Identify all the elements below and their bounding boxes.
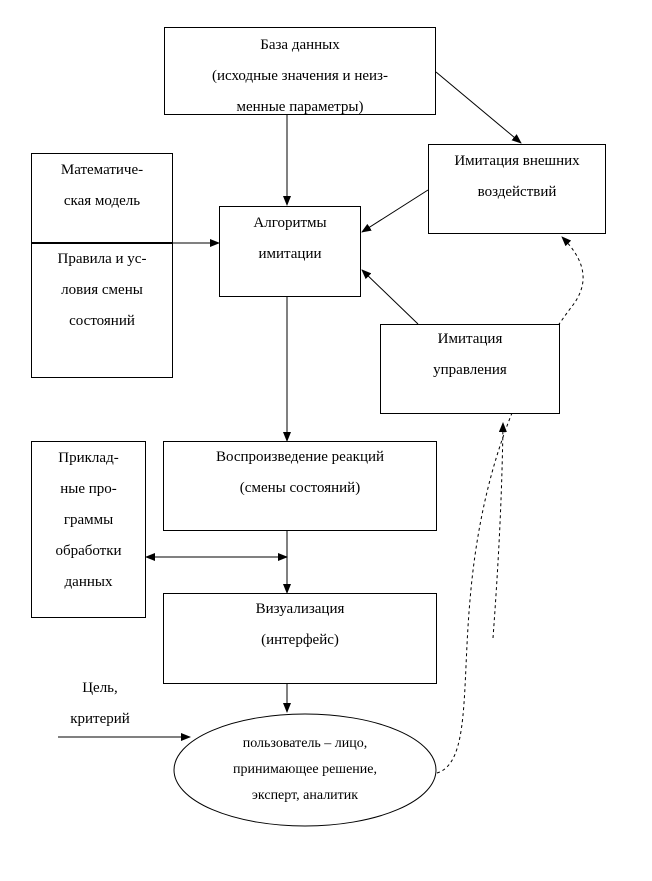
external-line-2: воздействий — [477, 184, 557, 200]
reactions-box — [163, 441, 437, 531]
apps-line-2: ные про- — [60, 481, 117, 497]
database-line-2: (исходные значения и неиз- — [212, 68, 388, 84]
visualization-label: Визуализация (интерфейс) — [163, 594, 437, 656]
rules-line-1: Правила и ус- — [57, 251, 147, 267]
database-label: База данных (исходные значения и неиз- м… — [164, 30, 436, 123]
algorithms-box — [219, 206, 361, 297]
visualization-line-1: Визуализация — [255, 601, 345, 617]
control-label: Имитация управления — [380, 324, 560, 386]
external-label: Имитация внешних воздействий — [428, 146, 606, 208]
reactions-line-2: (смены состояний) — [239, 480, 361, 496]
reactions-label: Воспроизведение реакций (смены состояний… — [163, 442, 437, 504]
goal-line-2: критерий — [70, 711, 130, 727]
math-model-line-2: ская модель — [63, 193, 141, 209]
math-model-line-1: Математиче- — [60, 162, 144, 178]
apps-line-4: обработки — [55, 543, 122, 559]
math-model-box — [31, 153, 173, 378]
apps-line-1: Приклад- — [58, 450, 119, 466]
apps-line-5: данных — [64, 574, 113, 590]
math-model-divider — [31, 242, 173, 244]
user-line-2: принимающее решение, — [232, 762, 378, 777]
arrow-control-to-algorithms — [361, 269, 419, 325]
rules-line-3: состояний — [69, 313, 135, 329]
rules-label: Правила и ус- ловия смены состояний — [31, 244, 173, 337]
database-line-3: менные параметры) — [236, 99, 364, 115]
control-line-2: управления — [433, 362, 507, 378]
math-model-label: Математиче- ская модель — [31, 155, 173, 217]
user-ellipse — [173, 713, 437, 827]
arrow-external-to-algorithms — [361, 189, 429, 233]
algorithms-label: Алгоритмы имитации — [219, 208, 361, 270]
dashed-arrow-user-to-external — [436, 236, 584, 774]
external-line-1: Имитация внешних — [454, 153, 580, 169]
goal-line-1: Цель, — [82, 680, 118, 696]
apps-label: Приклад- ные про- граммы обработки данны… — [31, 443, 146, 598]
arrow-database-to-external — [435, 71, 522, 144]
user-line-1: пользователь – лицо, — [242, 736, 368, 751]
dashed-arrow-to-control — [492, 422, 507, 639]
algorithms-line-1: Алгоритмы — [253, 215, 327, 231]
database-line-1: База данных — [260, 37, 340, 53]
apps-box — [31, 441, 146, 618]
algorithms-line-2: имитации — [258, 246, 322, 262]
apps-line-3: граммы — [63, 512, 114, 528]
database-box — [164, 27, 436, 115]
user-line-3: эксперт, аналитик — [251, 788, 359, 803]
external-box — [428, 144, 606, 234]
control-line-1: Имитация — [437, 331, 503, 347]
control-box — [380, 324, 560, 414]
visualization-line-2: (интерфейс) — [261, 632, 339, 648]
reactions-line-1: Воспроизведение реакций — [215, 449, 385, 465]
goal-label: Цель, критерий — [40, 673, 160, 735]
rules-line-2: ловия смены — [61, 282, 143, 298]
visualization-box — [163, 593, 437, 684]
user-label: пользователь – лицо, принимающее решение… — [174, 731, 436, 809]
